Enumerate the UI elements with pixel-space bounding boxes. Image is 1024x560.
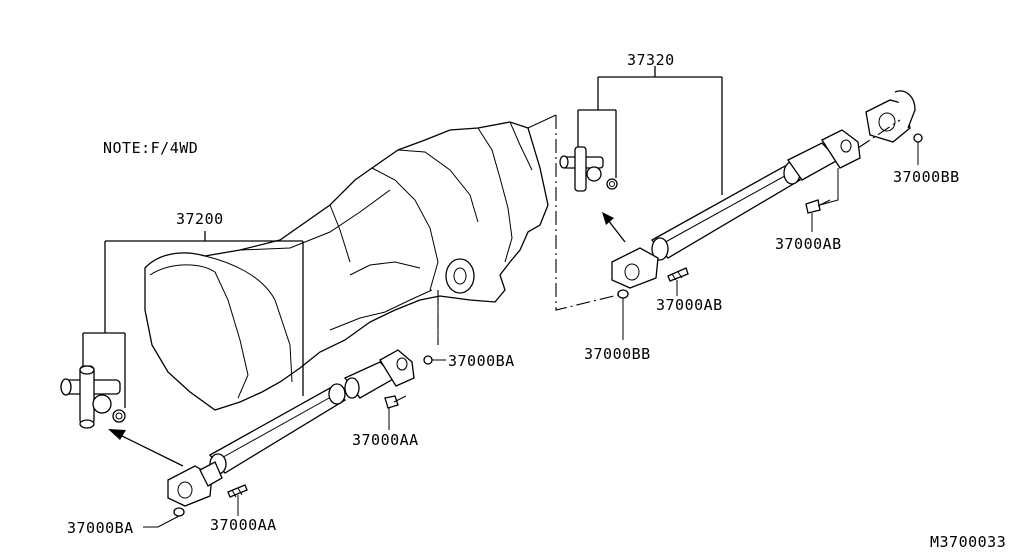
callout-37000ab-rear: 37000AB bbox=[775, 235, 842, 253]
universal-joint-cross-rear bbox=[559, 146, 618, 192]
callout-37000ba-mid: 37000BA bbox=[448, 352, 515, 370]
center-lines bbox=[437, 115, 901, 345]
universal-joint-cross-front bbox=[60, 365, 126, 429]
propeller-shaft-front-section bbox=[167, 349, 433, 507]
arrow-rear-joint bbox=[602, 212, 626, 243]
arrow-front-joint bbox=[108, 429, 184, 467]
callout-37000aa-front: 37000AA bbox=[210, 516, 277, 534]
propeller-shaft-rear-section bbox=[611, 90, 923, 299]
callout-37000ba-front: 37000BA bbox=[67, 519, 134, 537]
leaders-rear-section bbox=[622, 142, 919, 340]
transmission-housing bbox=[144, 114, 557, 411]
diagram-id: M3700033 bbox=[930, 533, 1007, 551]
callout-37000bb-mid: 37000BB bbox=[584, 345, 651, 363]
assembly-label-37200: 37200 bbox=[176, 210, 224, 228]
note-label: NOTE:F/4WD bbox=[103, 139, 199, 157]
callout-37000ab-mid: 37000AB bbox=[656, 296, 723, 314]
callout-37000bb-rear: 37000BB bbox=[893, 168, 960, 186]
assembly-label-37320: 37320 bbox=[627, 51, 675, 69]
callout-37000aa-mid: 37000AA bbox=[352, 431, 419, 449]
